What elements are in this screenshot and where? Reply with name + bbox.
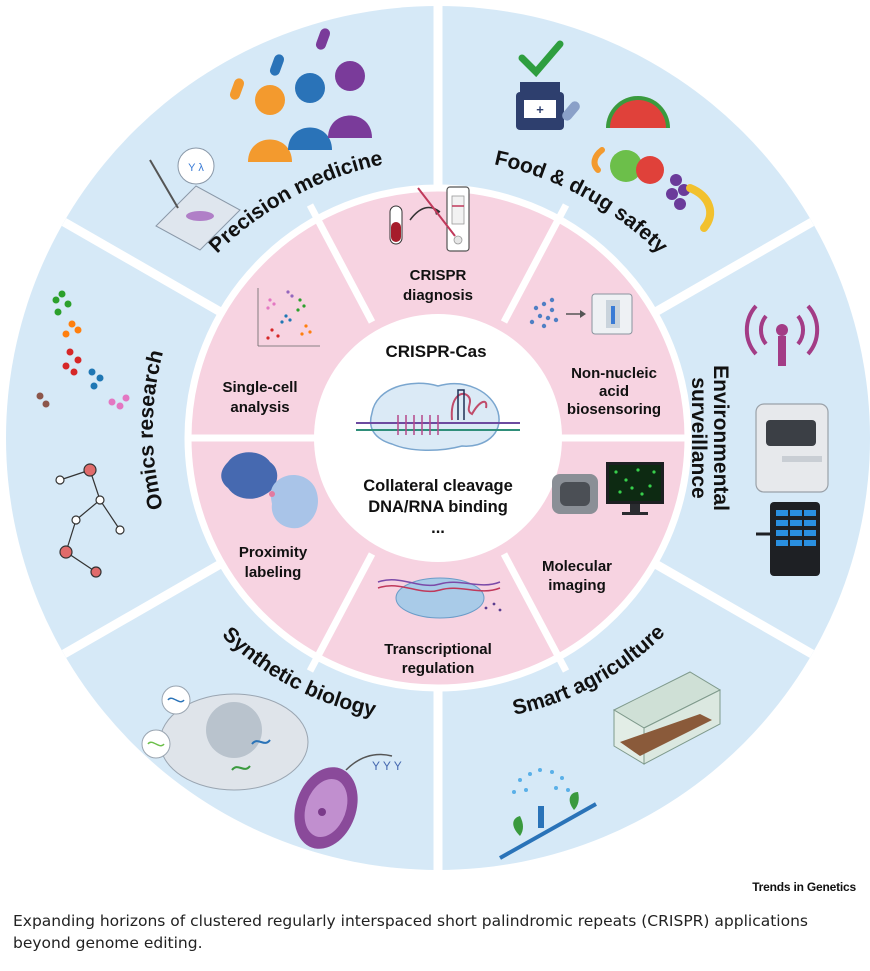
synthetic-biology-icons: Y Y Y <box>141 685 402 849</box>
non-nucleic-label-1: Non-nucleic <box>571 365 657 382</box>
precision-medicine-icons: Y λ <box>149 28 372 251</box>
molecular-imaging-label-2: imaging <box>548 577 606 594</box>
center-hub: CRISPR-Cas Collateral cleavage DNA/RNA b… <box>314 314 562 562</box>
omics-research-icons <box>36 290 130 578</box>
fruits-vegetables-icon <box>591 96 715 232</box>
microscope-slide-icon: Y λ <box>149 147 241 251</box>
inner-segment-crispr-diagnosis: CRISPR diagnosis <box>389 186 473 304</box>
test-tube-icon <box>389 205 441 245</box>
checkmark-icon <box>518 40 564 78</box>
figure-caption: Expanding horizons of clustered regularl… <box>13 912 808 952</box>
center-line-3: ... <box>431 519 445 537</box>
crispr-applications-diagram: CRISPR-Cas Collateral cleavage DNA/RNA b… <box>6 6 870 870</box>
sequencer-device-icon <box>755 403 829 493</box>
center-line-1: Collateral cleavage <box>363 477 513 495</box>
inner-segment-non-nucleic: Non-nucleic acid biosensoring <box>529 293 661 418</box>
svg-text:Y Y Y: Y Y Y <box>372 759 402 773</box>
single-cell-label-1: Single-cell <box>222 379 297 396</box>
protein-complex-icon <box>221 452 318 529</box>
umap-cluster-icon <box>36 290 130 410</box>
center-title: CRISPR-Cas <box>385 342 486 361</box>
dcas-dna-icon <box>377 577 502 619</box>
inner-segment-molecular-imaging: Molecular imaging <box>542 462 664 594</box>
environmental-label-2: surveillance <box>687 377 710 498</box>
tsne-scatter-icon <box>257 288 320 347</box>
outer-dividers <box>61 6 815 870</box>
inner-segment-proximity: Proximity labeling <box>221 452 318 581</box>
journal-credit: Trends in Genetics <box>752 880 856 894</box>
non-nucleic-label-2: acid <box>599 383 629 400</box>
cell-diagram-icon <box>141 685 309 791</box>
center-line-2: DNA/RNA binding <box>368 498 508 516</box>
environmental-label-1: Environmental <box>709 365 732 511</box>
cas-protein-icon <box>356 382 520 452</box>
inner-segment-transcriptional: Transcriptional regulation <box>377 577 502 677</box>
non-nucleic-label-3: biosensoring <box>567 401 661 418</box>
environmental-surveillance-label: Environmental surveillance <box>687 365 732 511</box>
arrow-icon <box>566 310 586 318</box>
network-graph-icon <box>55 463 125 578</box>
smart-agriculture-icons <box>499 671 722 860</box>
inner-ring-border <box>184 184 692 692</box>
people-icon <box>248 61 372 162</box>
molecular-imaging-label-1: Molecular <box>542 558 612 575</box>
particles-icon <box>529 297 559 329</box>
svg-text:+: + <box>536 102 544 117</box>
lateral-flow-strip-icon <box>417 186 470 252</box>
single-cell-label-2: analysis <box>230 399 289 416</box>
analyzer-icon <box>591 293 633 335</box>
transcriptional-label-1: Transcriptional <box>384 641 492 658</box>
medicine-bottle-icon: + <box>516 82 580 130</box>
pill-icons <box>229 28 331 100</box>
inner-dividers <box>190 203 686 673</box>
inner-segment-single-cell: Single-cell analysis <box>222 288 320 416</box>
antenna-icon <box>744 304 820 366</box>
imaging-scanner-icon <box>552 474 598 514</box>
crispr-diagnosis-label-1: CRISPR <box>410 267 467 284</box>
transcriptional-label-2: regulation <box>402 660 475 677</box>
proximity-label-1: Proximity <box>239 544 308 561</box>
environmental-surveillance-icons <box>744 304 829 576</box>
svg-text:Y λ: Y λ <box>188 162 204 174</box>
irrigation-sprinkler-icon <box>499 768 597 860</box>
crispr-diagnosis-label-2: diagnosis <box>403 287 473 304</box>
monitor-icon <box>606 462 664 515</box>
proximity-label-2: labeling <box>245 564 302 581</box>
tablet-display-icon <box>756 502 820 576</box>
food-drug-safety-icons: + <box>516 40 715 232</box>
greenhouse-icon <box>612 671 722 765</box>
bacterium-icon: Y Y Y <box>294 753 402 849</box>
